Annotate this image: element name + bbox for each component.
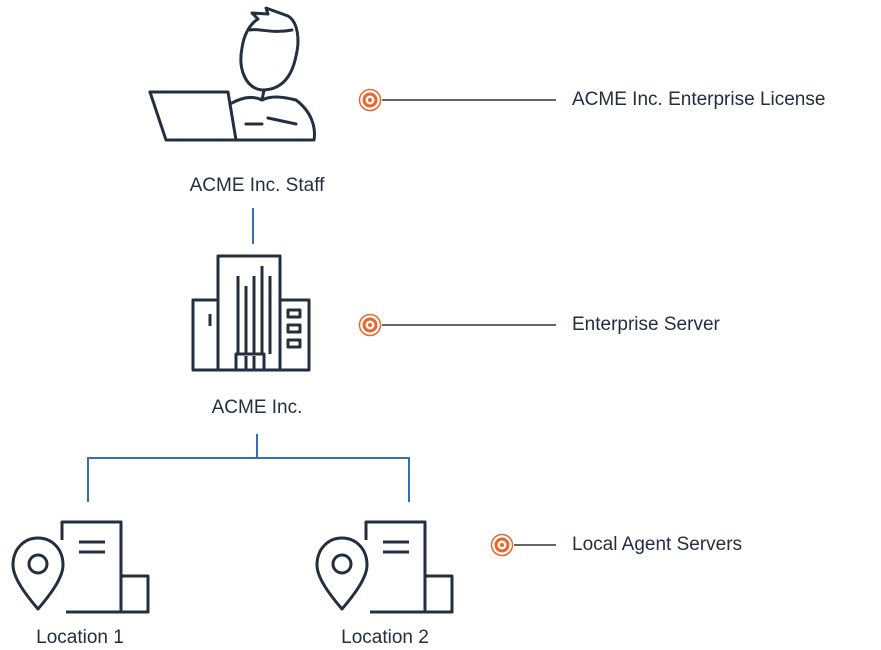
staff-label: ACME Inc. Staff: [189, 175, 325, 196]
callout-enterprise-server-label: Enterprise Server: [572, 314, 720, 335]
target-marker-icon: [358, 88, 382, 112]
company-label: ACME Inc.: [211, 397, 303, 418]
office-building-icon: [191, 254, 311, 372]
location-1-label: Location 1: [36, 627, 124, 648]
callout-local-agents-label: Local Agent Servers: [572, 534, 743, 555]
location-building-icon: [11, 520, 150, 614]
callout-license-label: ACME Inc. Enterprise License: [572, 89, 826, 110]
target-marker-icon: [490, 533, 514, 557]
location-2-label: Location 2: [341, 627, 429, 648]
connector-company-to-locations: [87, 434, 410, 502]
location-building-icon: [315, 520, 454, 614]
user-laptop-icon: [148, 6, 316, 142]
target-marker-icon: [358, 313, 382, 337]
